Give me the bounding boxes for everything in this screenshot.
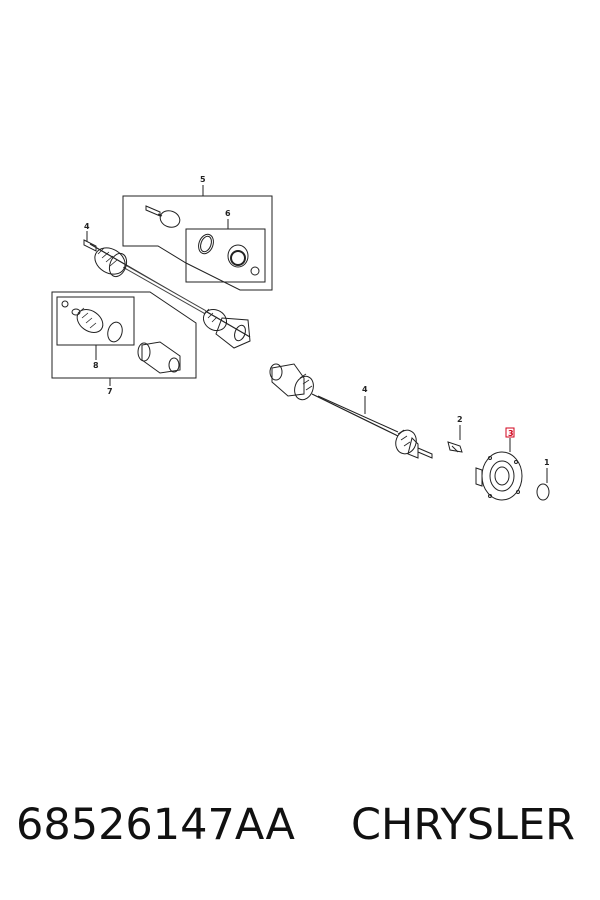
group-box-8 xyxy=(56,296,135,346)
axle-nut xyxy=(447,441,463,453)
retaining-ring xyxy=(61,300,69,308)
left-stub xyxy=(83,239,97,252)
callout-3[interactable]: 3 xyxy=(508,429,514,438)
footer: 68526147AA CHRYSLER xyxy=(0,800,600,860)
inner-clamp xyxy=(107,321,123,343)
callout-8[interactable]: 8 xyxy=(93,361,99,370)
boot-clamp xyxy=(198,233,214,255)
left-inner-cv-joint xyxy=(202,308,228,332)
right-inner-cv-joint xyxy=(294,375,314,401)
callout-4-left[interactable]: 4 xyxy=(84,222,90,231)
callout-1[interactable]: 1 xyxy=(544,458,550,467)
brand-name: CHRYSLER xyxy=(351,800,576,850)
dust-cap xyxy=(536,483,550,501)
callout-7[interactable]: 7 xyxy=(107,387,113,396)
callout-3-highlight xyxy=(505,427,515,438)
hub-bearing xyxy=(481,451,523,501)
cv-boot xyxy=(227,244,249,268)
callout-2[interactable]: 2 xyxy=(457,415,463,424)
right-axle-shaft xyxy=(311,393,399,437)
group-box-6 xyxy=(185,228,266,283)
snap-ring xyxy=(250,266,260,276)
part-number: 68526147AA xyxy=(16,800,295,850)
group-box-7 xyxy=(51,291,197,379)
callout-4-right[interactable]: 4 xyxy=(362,385,368,394)
callout-5[interactable]: 5 xyxy=(200,175,206,184)
left-outer-cv-joint xyxy=(94,247,126,275)
group-box-5 xyxy=(122,195,273,291)
callout-6[interactable]: 6 xyxy=(225,209,231,218)
right-axle-inner-housing xyxy=(271,363,305,397)
inner-housing xyxy=(141,341,181,374)
right-outer-cv-joint xyxy=(395,429,417,455)
